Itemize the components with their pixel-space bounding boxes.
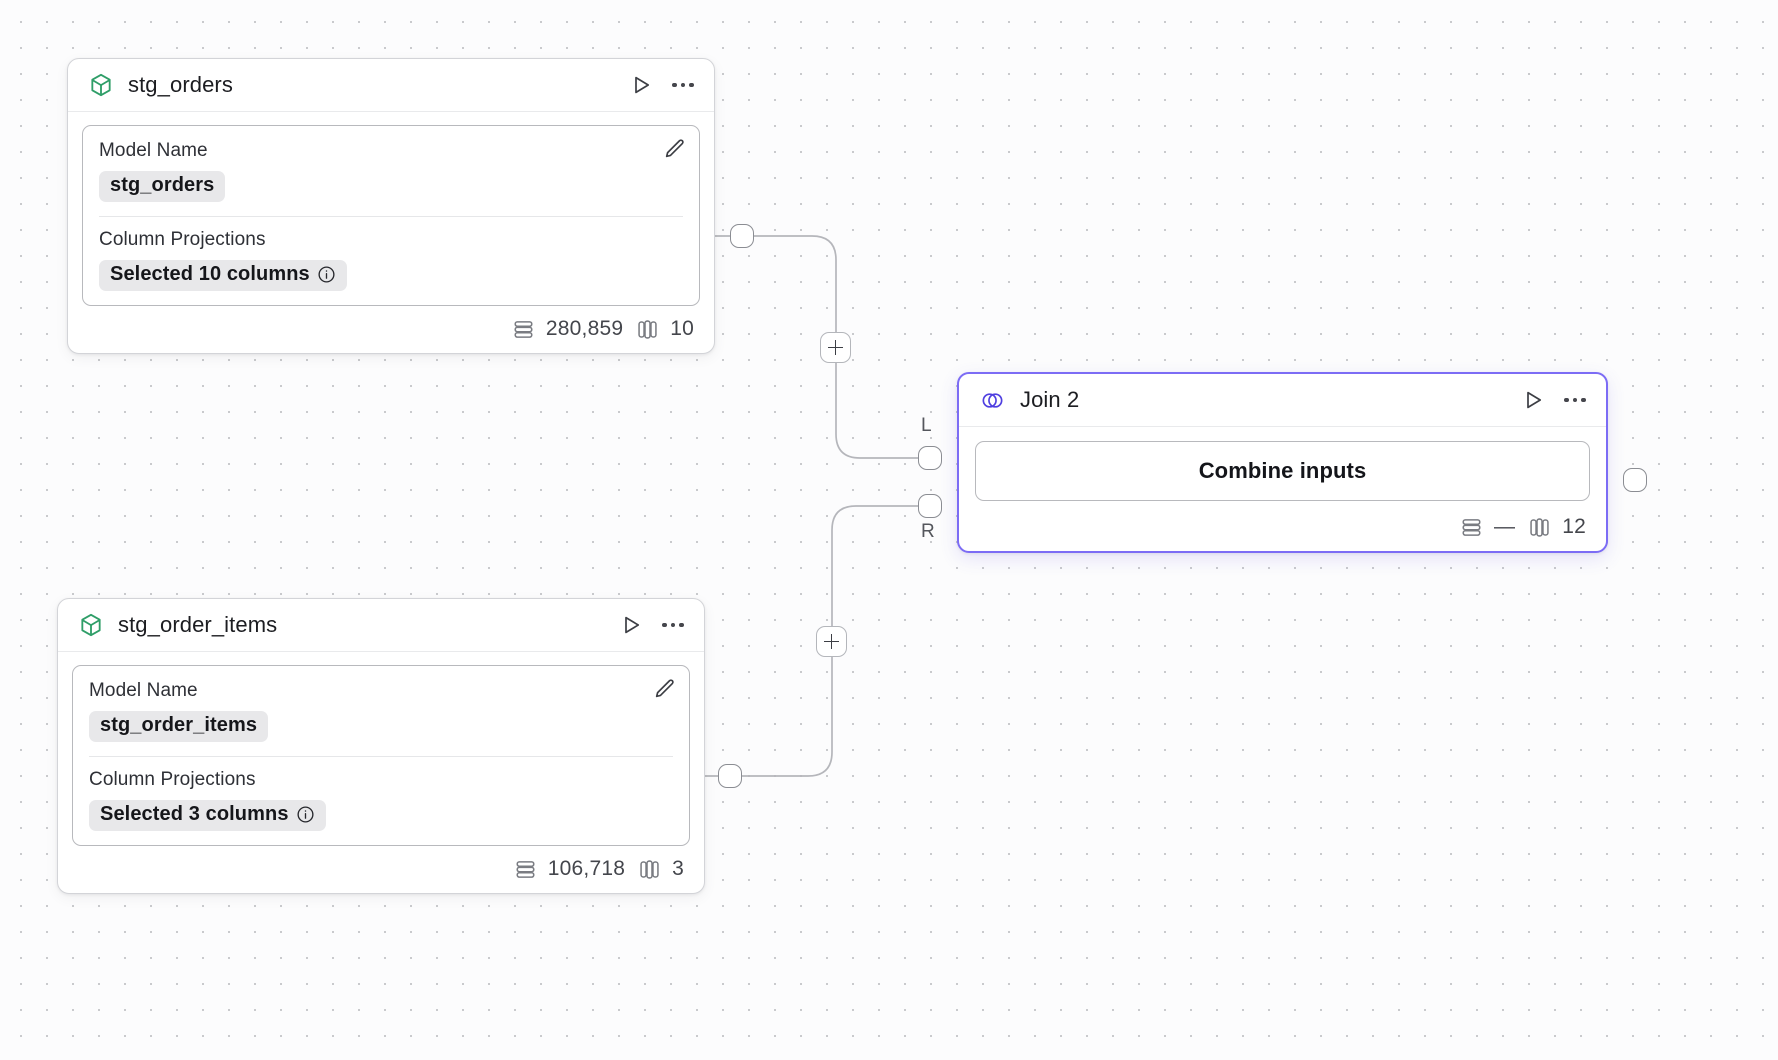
column-projections-chip[interactable]: Selected 10 columns <box>99 260 347 291</box>
node-header-actions <box>618 612 686 638</box>
output-port-stg-order-items[interactable] <box>718 764 742 788</box>
row-count-stat: — <box>1460 515 1515 539</box>
column-projections-value: Selected 10 columns <box>110 263 310 285</box>
node-header: Join 2 <box>959 374 1606 427</box>
field-label-model-name: Model Name <box>99 140 208 161</box>
add-node-on-edge-top[interactable] <box>820 332 851 363</box>
combine-inputs-button[interactable]: Combine inputs <box>975 441 1590 501</box>
info-icon[interactable] <box>317 265 336 284</box>
model-config-panel: Model Name stg_order_items Column Projec… <box>72 665 690 846</box>
node-stg-order-items[interactable]: stg_order_items Model Name stg_order_ite… <box>57 598 705 894</box>
input-port-right[interactable] <box>918 494 942 518</box>
field-label-model-name: Model Name <box>89 680 198 701</box>
node-header-actions <box>1520 387 1588 413</box>
edit-pencil-icon[interactable] <box>661 136 687 162</box>
column-count-value: 3 <box>672 857 684 880</box>
node-title: stg_orders <box>128 72 233 97</box>
node-footer: — 12 <box>959 507 1606 551</box>
venn-join-icon <box>979 387 1006 414</box>
run-icon[interactable] <box>1520 387 1546 413</box>
field-label-column-projections: Column Projections <box>99 229 266 250</box>
run-icon[interactable] <box>628 72 654 98</box>
model-name-value: stg_orders <box>110 174 215 196</box>
input-port-label-right: R <box>921 521 936 542</box>
output-port-join-2[interactable] <box>1623 468 1647 492</box>
info-icon[interactable] <box>296 805 315 824</box>
panel-divider <box>99 216 683 217</box>
column-count-stat: 10 <box>636 317 694 341</box>
row-count-value: 280,859 <box>545 317 624 340</box>
column-projections-chip[interactable]: Selected 3 columns <box>89 800 326 831</box>
row-count-stat: 280,859 <box>512 317 623 341</box>
rows-icon <box>1460 516 1483 539</box>
run-icon[interactable] <box>618 612 644 638</box>
node-header: stg_order_items <box>58 599 704 652</box>
input-port-left[interactable] <box>918 446 942 470</box>
column-projections-value: Selected 3 columns <box>100 803 289 825</box>
column-count-stat: 12 <box>1528 515 1586 539</box>
column-count-stat: 3 <box>638 857 684 881</box>
panel-divider <box>89 756 673 757</box>
edit-pencil-icon[interactable] <box>651 676 677 702</box>
output-port-stg-orders[interactable] <box>730 224 754 248</box>
node-footer: 280,859 10 <box>68 315 714 353</box>
columns-icon <box>638 858 661 881</box>
node-header-actions <box>628 72 696 98</box>
node-title: stg_order_items <box>118 612 278 637</box>
model-name-value: stg_order_items <box>100 714 258 736</box>
node-header: stg_orders <box>68 59 714 112</box>
node-title: Join 2 <box>1020 387 1080 412</box>
add-node-on-edge-bottom[interactable] <box>816 626 847 657</box>
model-name-chip[interactable]: stg_order_items <box>89 711 269 742</box>
node-footer: 106,718 3 <box>58 855 704 893</box>
node-body: Combine inputs <box>959 427 1606 507</box>
rows-icon <box>512 318 535 341</box>
model-name-chip[interactable]: stg_orders <box>99 171 226 202</box>
columns-icon <box>1528 516 1551 539</box>
combine-inputs-label: Combine inputs <box>1198 458 1367 483</box>
node-stg-orders[interactable]: stg_orders Model Name stg_orders <box>67 58 715 354</box>
more-icon[interactable] <box>1562 387 1588 413</box>
node-join-2[interactable]: Join 2 Combine inputs <box>957 372 1608 553</box>
model-config-panel: Model Name stg_orders Column Projections… <box>82 125 700 306</box>
node-body: Model Name stg_order_items Column Projec… <box>58 652 704 855</box>
column-count-value: 12 <box>1562 515 1586 538</box>
columns-icon <box>636 318 659 341</box>
more-icon[interactable] <box>660 612 686 638</box>
cube-icon <box>78 612 104 638</box>
input-port-label-left: L <box>921 415 932 436</box>
row-count-stat: 106,718 <box>514 857 625 881</box>
row-count-value: 106,718 <box>547 857 626 880</box>
node-body: Model Name stg_orders Column Projections… <box>68 112 714 315</box>
rows-icon <box>514 858 537 881</box>
cube-icon <box>88 72 114 98</box>
more-icon[interactable] <box>670 72 696 98</box>
field-label-column-projections: Column Projections <box>89 769 256 790</box>
column-count-value: 10 <box>670 317 694 340</box>
row-count-value: — <box>1494 515 1516 538</box>
